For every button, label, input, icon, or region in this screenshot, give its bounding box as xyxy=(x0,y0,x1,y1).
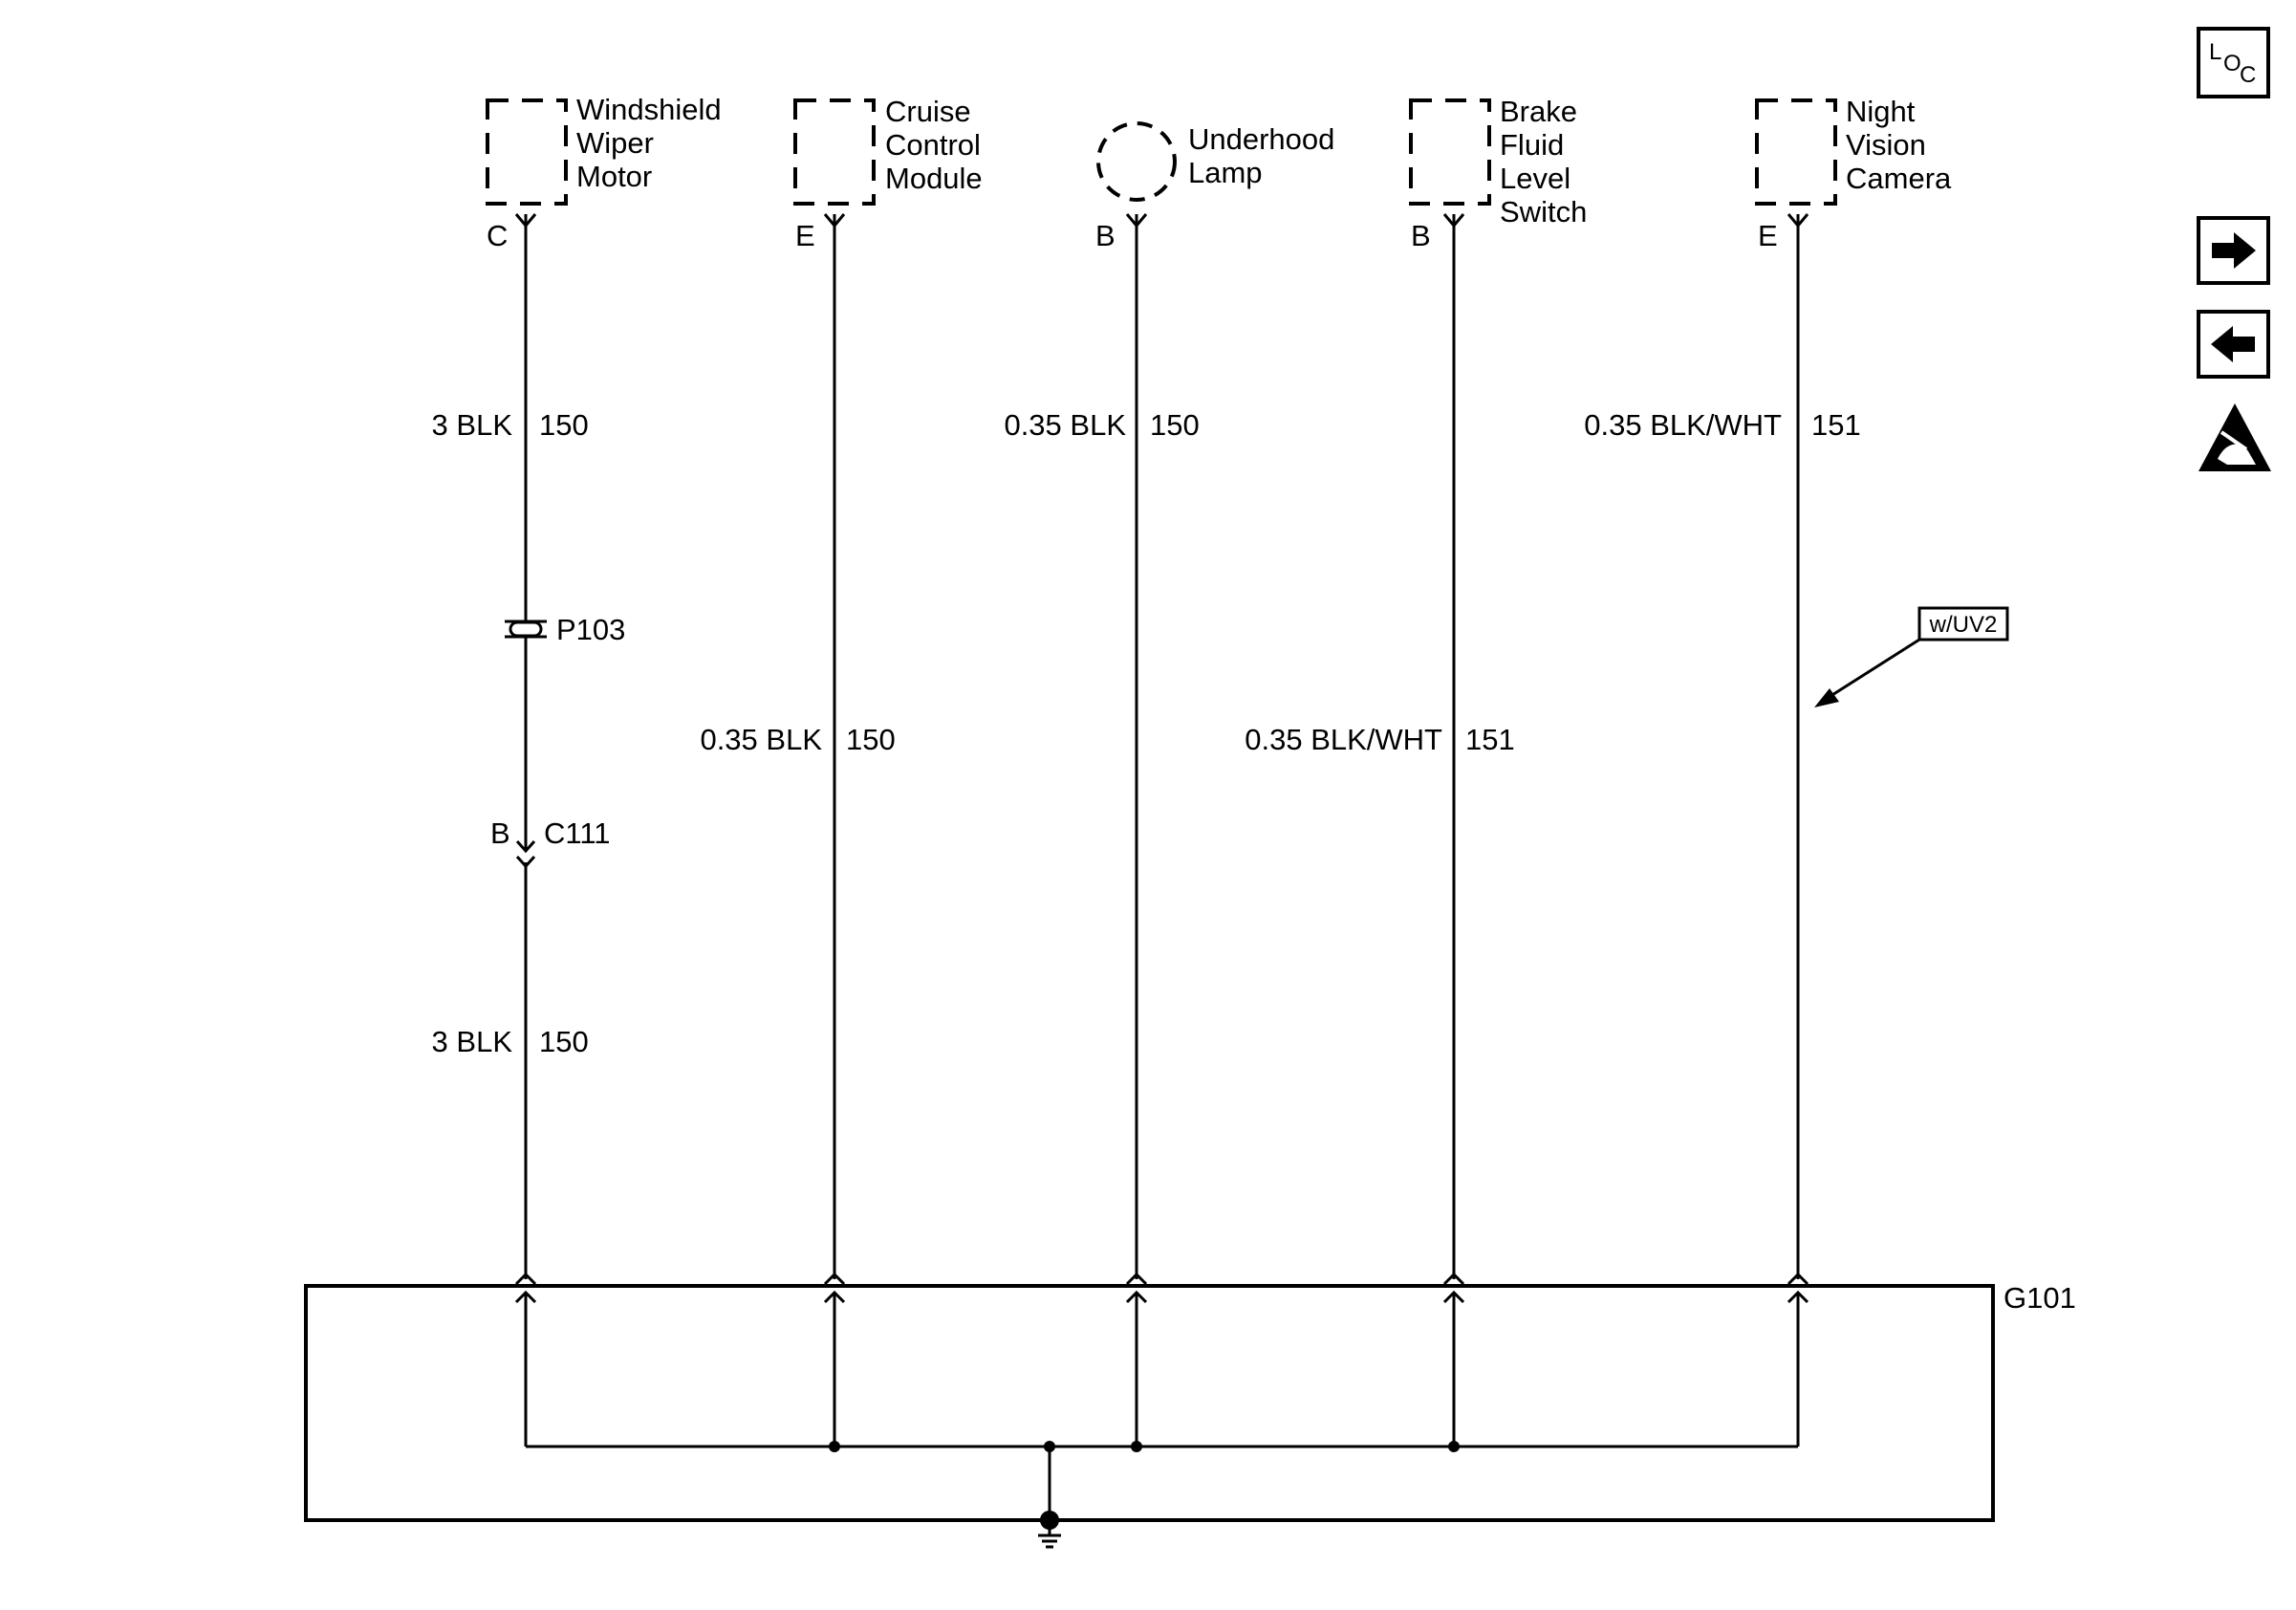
component-box-dashed xyxy=(1755,98,1837,206)
component-name-line: Motor xyxy=(576,160,652,193)
wire-gauge-color-label: 0.35 BLK/WHT xyxy=(1584,408,1782,442)
component-name-line: Brake xyxy=(1500,95,1577,128)
wire-gauge-color-label: 0.35 BLK/WHT xyxy=(1245,723,1442,756)
option-tag-box xyxy=(1917,606,2009,642)
component-name-line: Camera xyxy=(1846,162,1952,195)
next-page-icon[interactable] xyxy=(2197,216,2270,285)
terminal-icon xyxy=(1787,1272,1809,1286)
top-connector-terminals xyxy=(514,213,1809,228)
component-name-line: Wiper xyxy=(576,126,654,160)
wire-circuit-label: 150 xyxy=(846,723,896,756)
wire-circuit-label: 150 xyxy=(539,408,589,442)
component-cruise-control-module: Cruise Control Module E xyxy=(793,95,983,252)
option-tag-arrow-icon xyxy=(1814,688,1839,707)
wire-circuit-label: 151 xyxy=(1811,408,1861,442)
splice-p103: P103 xyxy=(505,613,625,646)
terminal-icon xyxy=(1442,1272,1465,1286)
component-name-line: Lamp xyxy=(1188,156,1263,189)
loc-letter-l: L xyxy=(2209,39,2221,65)
ground-symbol-icon xyxy=(1038,1528,1061,1549)
option-tag-label: w/UV2 xyxy=(1929,612,1998,638)
splice-pack-body xyxy=(509,620,543,638)
junction-dot xyxy=(829,1441,840,1452)
wire-labels: 3 BLK 150 0.35 BLK 150 0.35 BLK/WHT 151 … xyxy=(432,408,1861,1058)
wire-gauge-color-label: 3 BLK xyxy=(432,1025,513,1058)
terminal-icon xyxy=(514,1272,537,1286)
splice-label: P103 xyxy=(556,613,625,646)
junction-dot xyxy=(1131,1441,1142,1452)
inline-connector-pin-label: B xyxy=(490,816,510,850)
option-tag-wuv2: w/UV2 xyxy=(1814,606,2009,707)
inline-connector-c111: B C111 xyxy=(490,816,611,869)
component-name-line: Windshield xyxy=(576,93,722,126)
terminal-icon xyxy=(1125,1272,1148,1286)
ground-label: G101 xyxy=(2004,1281,2076,1315)
previous-page-icon[interactable] xyxy=(2197,310,2270,379)
component-windshield-wiper-motor: Windshield Wiper Motor C xyxy=(486,93,722,252)
component-night-vision-camera: Night Vision Camera E xyxy=(1755,95,1952,252)
loc-letter-o: O xyxy=(2223,51,2242,76)
component-name-line: Underhood xyxy=(1188,122,1334,156)
component-underhood-lamp: Underhood Lamp B xyxy=(1095,121,1334,252)
connector-pin-label: E xyxy=(1758,219,1778,252)
wire-gauge-color-label: 0.35 BLK xyxy=(1004,408,1126,442)
component-name-line: Fluid xyxy=(1500,128,1564,162)
component-box-dashed xyxy=(486,98,568,206)
component-name-line: Module xyxy=(885,162,983,195)
connector-pin-label: C xyxy=(487,219,508,252)
junction-dot xyxy=(1448,1441,1460,1452)
wire-circuit-label: 150 xyxy=(539,1025,589,1058)
bottom-terminals xyxy=(514,1272,1809,1304)
ground-enclosure-box xyxy=(304,1284,1995,1522)
component-box-dashed xyxy=(793,98,876,206)
wire-gauge-color-label: 0.35 BLK xyxy=(700,723,822,756)
component-name-line: Switch xyxy=(1500,195,1587,228)
esd-warning-icon[interactable] xyxy=(2199,403,2271,471)
component-name-line: Control xyxy=(885,128,981,162)
wire-circuit-label: 151 xyxy=(1465,723,1515,756)
location-icon[interactable]: L O C xyxy=(2197,27,2270,98)
ground-g101: G101 xyxy=(304,1281,2076,1549)
connector-female-terminal-icon xyxy=(515,855,536,869)
component-box-dashed xyxy=(1409,98,1491,206)
connector-pin-label: B xyxy=(1095,219,1116,252)
component-name-line: Night xyxy=(1846,95,1916,128)
connector-pin-label: B xyxy=(1411,219,1431,252)
component-brake-fluid-level-switch: Brake Fluid Level Switch B xyxy=(1409,95,1587,252)
connector-male-terminal-icon xyxy=(515,839,536,854)
option-tag-leader-line xyxy=(1827,638,1920,700)
terminal-icon xyxy=(823,1272,846,1286)
component-name-line: Level xyxy=(1500,162,1570,195)
wire-circuit-label: 150 xyxy=(1150,408,1200,442)
wire-gauge-color-label: 3 BLK xyxy=(432,408,513,442)
inline-connector-name: C111 xyxy=(544,816,611,850)
component-name-line: Cruise xyxy=(885,95,971,128)
wires xyxy=(524,214,1800,1279)
ground-eyelet xyxy=(1040,1511,1059,1530)
lamp-circle-dashed xyxy=(1096,121,1177,202)
component-name-line: Vision xyxy=(1846,128,1926,162)
loc-letter-c: C xyxy=(2240,62,2256,88)
connector-pin-label: E xyxy=(795,219,815,252)
